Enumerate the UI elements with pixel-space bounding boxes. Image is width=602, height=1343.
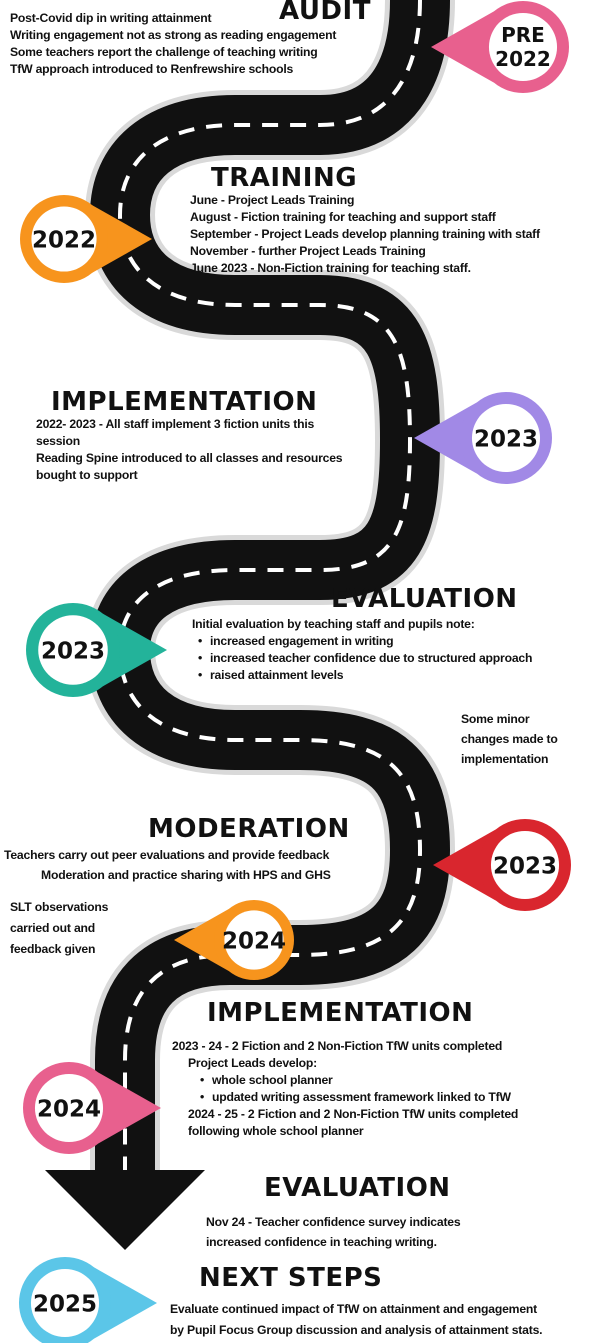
moderation-line: Moderation and practice sharing with HPS… [41, 868, 331, 882]
pin-tail [94, 1267, 157, 1339]
pin-year-label: 2025 [33, 1291, 97, 1317]
pin-tail [102, 613, 167, 687]
side-note-line: implementation [461, 752, 549, 766]
audit-line: TfW approach introduced to Renfrewshire … [10, 62, 294, 76]
year-pin: 2025 [19, 1257, 157, 1343]
pin-center [38, 615, 108, 685]
audit-line: Post-Covid dip in writing attainment [10, 11, 212, 25]
next-steps-line: Evaluate continued impact of TfW on atta… [170, 1302, 537, 1316]
pin-tail [98, 1072, 161, 1144]
implementation-line: Reading Spine introduced to all classes … [36, 451, 343, 465]
pin-year-label: 2022 [495, 47, 551, 71]
pin-tail [92, 205, 152, 273]
evaluation-title: EVALUATION [331, 584, 518, 614]
moderation-line: Teachers carry out peer evaluations and … [4, 848, 330, 862]
implementation-2-line: following whole school planner [188, 1124, 364, 1138]
year-pin: 2023 [414, 392, 552, 484]
evaluation-2-text: Nov 24 - Teacher confidence survey indic… [206, 1212, 461, 1252]
year-pin: 2024 [174, 900, 294, 980]
pin-year-label: 2024 [222, 928, 286, 954]
slt-note: SLT observations carried out and feedbac… [10, 897, 108, 960]
evaluation-text: Initial evaluation by teaching staff and… [192, 616, 532, 684]
implementation-2-line: 2023 - 24 - 2 Fiction and 2 Non-Fiction … [172, 1039, 503, 1053]
pin-center [471, 403, 541, 473]
evaluation-bullet: increased engagement in writing [194, 633, 532, 650]
training-line: November - further Project Leads Trainin… [190, 244, 426, 258]
implementation-2-bullet: whole school planner [196, 1072, 518, 1089]
evaluation-2-line: Nov 24 - Teacher confidence survey indic… [206, 1215, 461, 1229]
pin-tail [414, 402, 477, 474]
next-steps-text: Evaluate continued impact of TfW on atta… [170, 1299, 543, 1341]
implementation-2-title: IMPLEMENTATION [207, 998, 474, 1028]
evaluation-bullet: increased teacher confidence due to stru… [194, 650, 532, 667]
implementation-line: session [36, 434, 80, 448]
year-pin: 2022 [20, 195, 152, 283]
pin-year-label: 2023 [41, 638, 105, 664]
year-pin: 2023 [433, 819, 571, 911]
slt-line: SLT observations [10, 900, 109, 914]
pin-center [224, 910, 284, 970]
arrow-head [45, 1170, 205, 1250]
side-note-line: changes made to [461, 732, 558, 746]
training-text: June - Project Leads Training August - F… [190, 192, 540, 277]
implementation-2-bullet: updated writing assessment framework lin… [196, 1089, 518, 1106]
side-note-line: Some minor [461, 712, 530, 726]
pin-tail [174, 909, 229, 971]
pin-year-label: PRE [501, 23, 545, 47]
training-line: August - Fiction training for teaching a… [190, 210, 496, 224]
training-title: TRAINING [211, 163, 358, 193]
slt-line: carried out and [10, 921, 96, 935]
next-steps-line: by Pupil Focus Group discussion and anal… [170, 1323, 543, 1337]
year-pin: 2024 [23, 1062, 161, 1154]
evaluation-2-title: EVALUATION [264, 1173, 451, 1203]
next-steps-title: NEXT STEPS [199, 1263, 383, 1293]
pin-center [30, 1268, 100, 1338]
implementation-2-line: 2024 - 25 - 2 Fiction and 2 Non-Fiction … [188, 1107, 519, 1121]
pin-year-label: 2024 [37, 1096, 101, 1122]
winding-road [45, 0, 455, 1250]
implementation-line: 2022- 2023 - All staff implement 3 ficti… [36, 417, 315, 431]
implementation-title: IMPLEMENTATION [51, 387, 318, 417]
pin-year-label: 2023 [493, 853, 557, 879]
training-line: September - Project Leads develop planni… [190, 227, 540, 241]
audit-title: AUDIT [279, 0, 371, 26]
audit-text: Post-Covid dip in writing attainment Wri… [10, 10, 336, 78]
training-line: June 2023 - Non-Fiction training for tea… [190, 261, 471, 275]
evaluation-2-line: increased confidence in teaching writing… [206, 1235, 437, 1249]
implementation-2-text: 2023 - 24 - 2 Fiction and 2 Non-Fiction … [172, 1038, 518, 1140]
evaluation-side-note: Some minor changes made to implementatio… [461, 709, 558, 769]
evaluation-intro: Initial evaluation by teaching staff and… [192, 617, 475, 631]
pin-year-label: 2022 [32, 227, 96, 253]
slt-line: feedback given [10, 942, 96, 956]
training-line: June - Project Leads Training [190, 193, 355, 207]
implementation-text: 2022- 2023 - All staff implement 3 ficti… [36, 416, 343, 484]
implementation-2-line: Project Leads develop: [188, 1056, 318, 1070]
audit-line: Some teachers report the challenge of te… [10, 45, 318, 59]
implementation-line: bought to support [36, 468, 138, 482]
moderation-title: MODERATION [148, 814, 350, 844]
year-pin: 2023 [26, 603, 167, 697]
evaluation-bullet: raised attainment levels [194, 667, 532, 684]
pin-tail [431, 11, 494, 83]
pin-tail [433, 829, 496, 901]
pin-center [490, 830, 560, 900]
pin-center [34, 1073, 104, 1143]
moderation-text: Teachers carry out peer evaluations and … [4, 845, 331, 885]
pin-center [31, 206, 97, 272]
pin-year-label: 2023 [474, 426, 538, 452]
audit-line: Writing engagement not as strong as read… [10, 28, 337, 42]
pin-center [488, 12, 558, 82]
